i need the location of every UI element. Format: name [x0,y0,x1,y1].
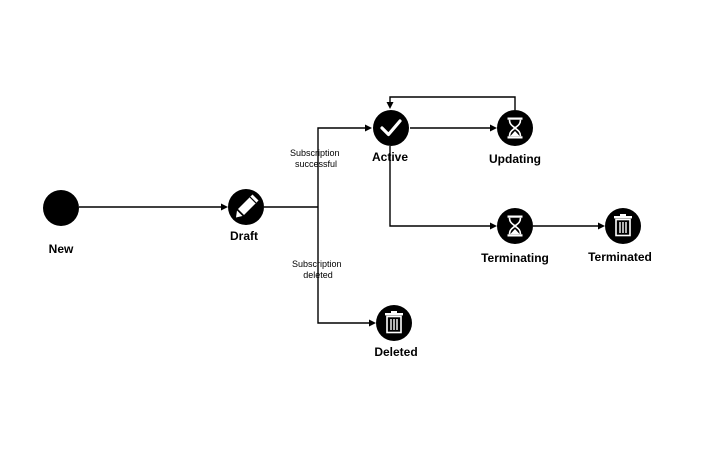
arrowhead [221,203,228,211]
trash-icon [614,214,632,237]
node-deleted: Deleted [374,305,418,359]
node-new-circle [43,190,79,226]
arrowhead [365,124,372,132]
edge-junction-active [317,127,366,207]
arrowhead [386,102,394,109]
node-active-circle [373,110,409,146]
hourglass-icon [507,117,523,139]
hourglass-icon [507,215,523,237]
node-terminating: Terminating [481,208,549,265]
pencil-icon [236,194,259,218]
node-new: New [43,190,79,256]
node-terminating-label: Terminating [481,251,549,265]
node-draft-label: Draft [230,229,258,243]
node-deleted-label: Deleted [374,345,417,359]
arrowhead [598,222,605,230]
edge-active-terminating [389,146,491,227]
node-draft: Draft [228,189,264,243]
node-updating: Updating [489,110,541,166]
node-terminated: Terminated [588,208,652,264]
edge-junction-deleted [317,207,370,324]
node-new-label: New [49,242,74,256]
edge-updating-active [389,96,516,110]
arrowhead [490,222,497,230]
trash-icon [385,311,403,334]
arrowhead [490,124,497,132]
edge-label-subscription-successful: Subscription successful [290,148,342,169]
node-active-label: Active [372,150,408,164]
check-icon [380,119,402,137]
node-active: Active [372,110,409,164]
node-updating-label: Updating [489,152,541,166]
node-terminated-label: Terminated [588,250,652,264]
edge-label-subscription-deleted: Subscription deleted [292,259,344,280]
arrowhead [369,319,376,327]
edges [79,96,605,327]
